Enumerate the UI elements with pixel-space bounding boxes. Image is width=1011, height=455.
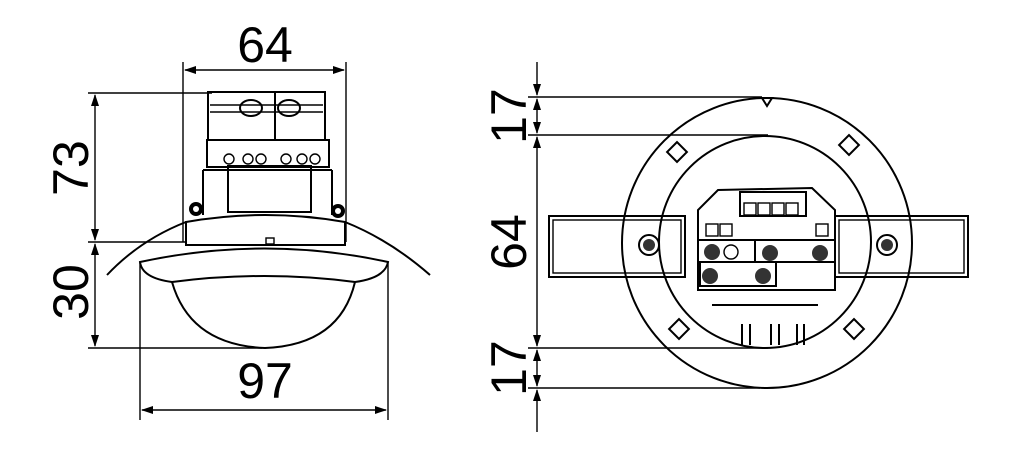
- dimension-lines: [528, 62, 768, 432]
- dim-height-73: 73: [43, 140, 99, 196]
- side-view: 64 73 30 97: [43, 17, 431, 420]
- dim-module-64: 64: [481, 214, 537, 270]
- top-view: 17 64 17: [481, 62, 969, 432]
- terminal-holes: [223, 153, 321, 165]
- mounting-slots: [665, 133, 866, 341]
- dim-width-64: 64: [237, 17, 293, 73]
- sensor-side-body: [106, 91, 431, 350]
- dim-width-97: 97: [237, 353, 293, 409]
- terminal-screws: [705, 202, 829, 237]
- sensor-top-body: [548, 97, 969, 389]
- dim-height-30: 30: [43, 264, 99, 320]
- dim-lower-17: 17: [481, 340, 537, 396]
- dimension-lines: [88, 62, 389, 420]
- dim-upper-17: 17: [481, 88, 537, 144]
